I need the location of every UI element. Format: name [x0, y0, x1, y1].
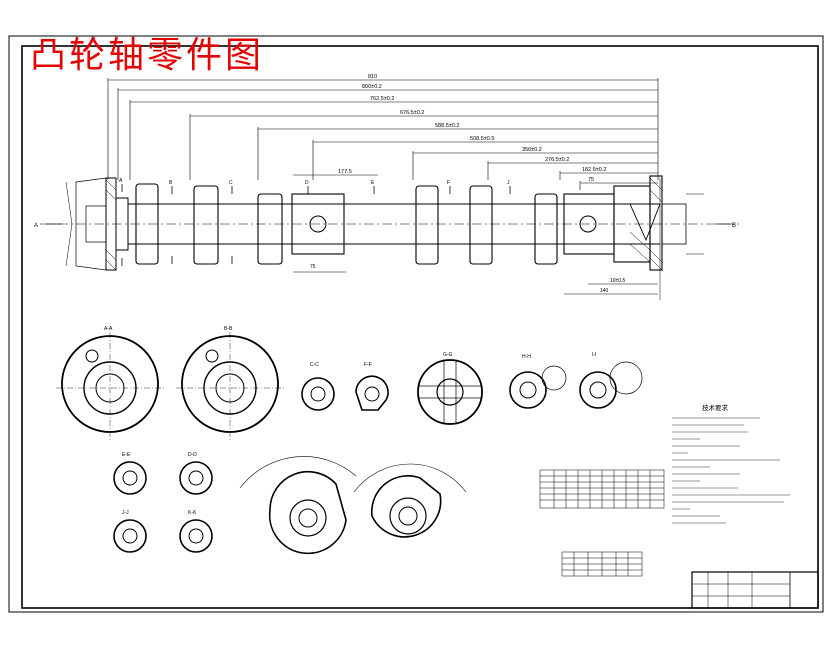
dim-total: 810 — [368, 74, 377, 80]
dim-3: 676.5±0.2 — [400, 110, 424, 116]
dim-11: 75 — [310, 264, 316, 270]
label-bb: B-B — [224, 326, 233, 332]
dim-7: 276.5±0.2 — [545, 157, 569, 163]
mark-c: C — [229, 180, 233, 186]
cam-profile-left — [239, 456, 357, 555]
section-view-hh — [509, 365, 567, 409]
mark-d: D — [305, 180, 309, 186]
small-table — [561, 551, 643, 577]
section-markers — [121, 184, 511, 266]
label-jj: J-J — [122, 510, 129, 516]
section-view-aa — [56, 332, 164, 440]
dim-1: 800±0.2 — [362, 84, 382, 90]
label-ii: I-I — [592, 352, 596, 358]
mark-e: E — [371, 180, 375, 186]
dim-8: 182.5±0.2 — [582, 167, 606, 173]
dim-5: 508.5±0.5 — [470, 136, 494, 142]
dim-2: 762.5±0.2 — [370, 96, 394, 102]
section-view-gg — [417, 359, 483, 425]
dim-13: 140 — [600, 288, 609, 294]
notes-heading: 技术要求 — [702, 403, 729, 412]
label-hh: H-H — [522, 354, 531, 360]
mark-a: A — [119, 178, 123, 184]
inner-frame — [21, 45, 819, 609]
dim-4: 588.5±0.2 — [435, 123, 459, 129]
dim-6: 356±0.2 — [522, 147, 542, 153]
label-aa: A-A — [104, 326, 113, 332]
section-view-ii — [579, 361, 643, 409]
label-kk: K-K — [188, 510, 197, 516]
dim-12: 10±0.5 — [610, 278, 625, 284]
outer-frame — [8, 35, 824, 613]
section-view-cc — [301, 377, 335, 411]
dimension-ladder — [107, 78, 659, 190]
mark-f: F — [447, 180, 450, 186]
dim-10: 177.5 — [338, 169, 352, 175]
label-dd: D-D — [188, 452, 197, 458]
section-view-bb — [176, 332, 284, 440]
small-sections — [113, 461, 213, 553]
tech-notes: 技术要求 — [672, 403, 790, 524]
camshaft-elevation — [40, 175, 740, 300]
label-ee: E-E — [122, 452, 131, 458]
view-arrow-a: A — [34, 223, 38, 229]
title-block — [691, 571, 819, 609]
label-gg: G-G — [443, 352, 453, 358]
view-arrow-b: B — [732, 223, 736, 229]
mark-j: J — [507, 180, 510, 186]
mark-b: B — [169, 180, 173, 186]
dim-9: 75 — [588, 177, 594, 183]
cam-profile-right — [353, 463, 467, 538]
label-cc: C-C — [310, 362, 319, 368]
label-ff: F-F — [364, 362, 372, 368]
hatch-blocks — [105, 177, 663, 271]
page-title: 凸轮轴零件图 — [30, 35, 265, 76]
section-view-ff — [355, 375, 389, 411]
parameter-table — [539, 469, 665, 509]
